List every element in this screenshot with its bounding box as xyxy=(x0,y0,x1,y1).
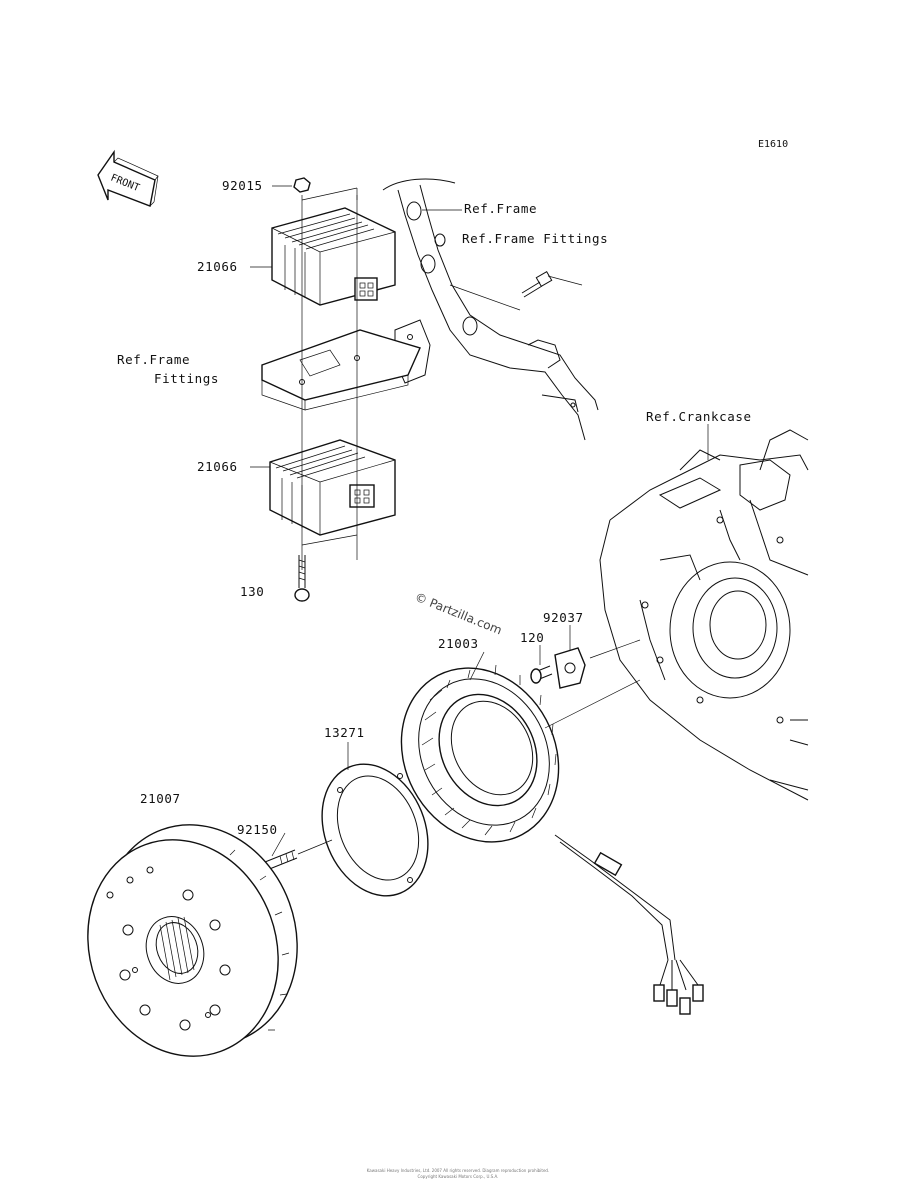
callout-ref-fittings-left: Fittings xyxy=(154,371,219,386)
diagram-id: E1610 xyxy=(758,139,788,150)
callout-92015: 92015 xyxy=(222,178,263,193)
nut-and-bolt-assembly xyxy=(293,177,358,602)
leader-lines xyxy=(250,185,709,857)
callout-ref-crankcase: Ref.Crankcase xyxy=(646,409,752,424)
regulator-rectifier-lower xyxy=(269,439,396,536)
callout-21066-top: 21066 xyxy=(197,259,238,274)
callout-92037: 92037 xyxy=(543,610,584,625)
callout-ref-frame-left: Ref.Frame xyxy=(117,352,190,367)
stator-wire-harness xyxy=(554,834,704,1015)
callout-92150: 92150 xyxy=(237,822,278,837)
callout-130: 130 xyxy=(240,584,264,599)
footer-copyright-2: Copyright Kawasaki Motors Corp., U.S.A. xyxy=(418,1174,499,1179)
frame-reference-drawing xyxy=(382,178,599,441)
alternator-rotor xyxy=(87,824,298,1057)
regulator-rectifier-upper xyxy=(271,207,396,306)
crankcase-reference-drawing xyxy=(599,429,809,801)
stator-coil xyxy=(400,664,560,843)
callout-21007: 21007 xyxy=(140,791,181,806)
wire-clamp-and-bolt xyxy=(530,639,641,689)
rectifier-bracket xyxy=(261,329,421,411)
callout-21066-bottom: 21066 xyxy=(197,459,238,474)
callout-21003: 21003 xyxy=(438,636,479,651)
callout-ref-frame-top: Ref.Frame xyxy=(464,201,537,216)
callout-120: 120 xyxy=(520,630,544,645)
stator-gasket xyxy=(321,763,429,897)
callout-13271: 13271 xyxy=(324,725,365,740)
footer-copyright-1: Kawasaki Heavy Industries, Ltd. 2007 All… xyxy=(367,1168,550,1173)
watermark: © Partzilla.com xyxy=(413,590,504,638)
front-arrow-icon: FRONT xyxy=(97,149,159,207)
callout-ref-frame-fittings-top: Ref.Frame Fittings xyxy=(462,231,608,246)
